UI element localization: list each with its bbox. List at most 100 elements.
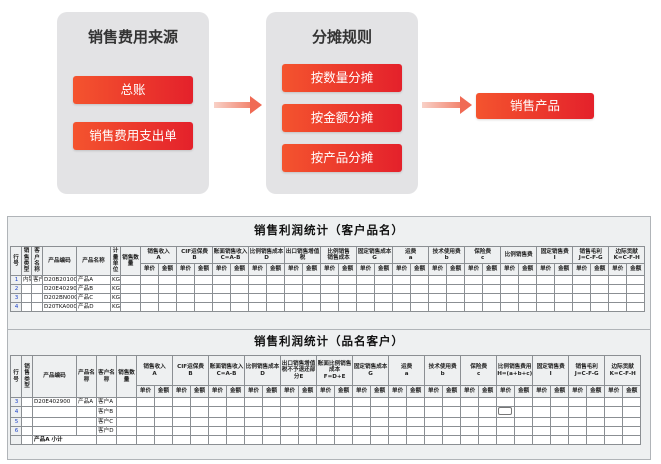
cell-value[interactable]	[464, 275, 484, 285]
cell-value[interactable]	[230, 293, 250, 303]
cell-product-name[interactable]: 产品D	[76, 302, 111, 312]
cell-value[interactable]	[356, 275, 376, 285]
cell-value[interactable]	[532, 405, 552, 419]
cell-value[interactable]	[464, 302, 484, 312]
cell-sales-type[interactable]	[21, 426, 33, 437]
cell-sales-qty[interactable]	[116, 426, 137, 437]
cell-value[interactable]	[298, 426, 318, 437]
cell-value[interactable]	[482, 284, 502, 294]
row-number[interactable]: 3	[10, 293, 22, 303]
cell-value[interactable]	[590, 302, 610, 312]
cell-product-code[interactable]: D20B201000	[42, 275, 77, 285]
cell-unit[interactable]: KG	[110, 302, 121, 312]
cell-value[interactable]	[446, 302, 466, 312]
cell-value[interactable]	[482, 302, 502, 312]
cell-value[interactable]	[478, 397, 498, 407]
cell-product-code[interactable]	[32, 405, 77, 419]
cell-value[interactable]	[262, 435, 282, 446]
cell-value[interactable]	[568, 435, 588, 446]
cell-value[interactable]	[190, 417, 210, 428]
cell-value[interactable]	[514, 435, 534, 446]
cell-value[interactable]	[194, 284, 214, 294]
cell-value[interactable]	[586, 397, 606, 407]
cell-value[interactable]	[266, 275, 286, 285]
row-number[interactable]: 6	[10, 426, 22, 437]
cell-value[interactable]	[116, 435, 137, 446]
cell-value[interactable]	[536, 293, 556, 303]
cell-value[interactable]	[622, 435, 642, 446]
cell-value[interactable]	[153, 397, 174, 407]
cell-unit[interactable]: KG	[110, 293, 121, 303]
cell-value[interactable]	[460, 417, 480, 428]
cell-value[interactable]	[626, 302, 646, 312]
cell-value[interactable]	[194, 275, 214, 285]
cell-sales-type[interactable]	[21, 284, 32, 294]
cell-value[interactable]	[338, 275, 358, 285]
cell-value[interactable]	[153, 426, 174, 437]
cell-value[interactable]	[172, 426, 192, 437]
cell-value[interactable]	[442, 435, 462, 446]
cell-value[interactable]	[316, 397, 336, 407]
cell-value[interactable]	[464, 293, 484, 303]
cell-value[interactable]	[153, 417, 174, 428]
cell-customer[interactable]	[31, 293, 43, 303]
cell-value[interactable]	[496, 417, 516, 428]
cell-value[interactable]	[442, 426, 462, 437]
cell-value[interactable]	[428, 293, 448, 303]
cell-value[interactable]	[554, 302, 574, 312]
cell-value[interactable]	[410, 302, 430, 312]
cell-value[interactable]	[586, 426, 606, 437]
cell-value[interactable]	[316, 405, 336, 419]
cell-value[interactable]	[190, 426, 210, 437]
cell-value[interactable]	[176, 275, 196, 285]
cell-value[interactable]	[406, 435, 426, 446]
cell-value[interactable]	[262, 405, 282, 419]
cell-value[interactable]	[388, 397, 408, 407]
cell-value[interactable]	[568, 405, 588, 419]
cell-value[interactable]	[550, 426, 570, 437]
cell-product-name[interactable]	[76, 405, 97, 419]
cell-value[interactable]	[410, 284, 430, 294]
cell-value[interactable]	[338, 293, 358, 303]
cell-value[interactable]	[212, 293, 232, 303]
cell-value[interactable]	[374, 302, 394, 312]
cell-value[interactable]	[334, 397, 354, 407]
cell-value[interactable]	[244, 426, 264, 437]
cell-value[interactable]	[554, 275, 574, 285]
cell-value[interactable]	[500, 275, 520, 285]
cell-product-code[interactable]: D202BN000?	[42, 293, 77, 303]
cell-value[interactable]	[352, 397, 372, 407]
cell-value[interactable]	[316, 435, 336, 446]
cell-unit[interactable]: KG	[110, 275, 121, 285]
cell-value[interactable]	[586, 435, 606, 446]
cell-value[interactable]	[460, 397, 480, 407]
cell-value[interactable]	[514, 417, 534, 428]
cell-sales-qty[interactable]	[116, 405, 137, 419]
cell-value[interactable]	[626, 275, 646, 285]
cell-value[interactable]	[388, 405, 408, 419]
cell-value[interactable]	[532, 435, 552, 446]
row-number[interactable]: 1	[10, 275, 22, 285]
cell-value[interactable]	[190, 435, 210, 446]
cell-value[interactable]	[478, 426, 498, 437]
cell-value[interactable]	[604, 417, 624, 428]
cell-value[interactable]	[320, 284, 340, 294]
cell-value[interactable]	[136, 435, 155, 446]
cell-value[interactable]	[208, 435, 228, 446]
cell-customer[interactable]	[31, 302, 43, 312]
cell-value[interactable]	[226, 417, 246, 428]
cell-value[interactable]	[176, 293, 196, 303]
cell-product-name[interactable]: 产品B	[76, 284, 111, 294]
cell-value[interactable]	[554, 293, 574, 303]
cell-value[interactable]	[136, 405, 155, 419]
cell-value[interactable]	[356, 302, 376, 312]
cell-product-code[interactable]	[32, 417, 77, 428]
cell-product-code[interactable]: D20E402900	[42, 284, 77, 294]
cell-value[interactable]	[554, 284, 574, 294]
cell-value[interactable]	[157, 275, 178, 285]
cell-value[interactable]	[302, 302, 322, 312]
cell-value[interactable]	[428, 275, 448, 285]
cell-value[interactable]	[298, 435, 318, 446]
cell-value[interactable]	[172, 435, 192, 446]
cell-value[interactable]	[280, 405, 300, 419]
